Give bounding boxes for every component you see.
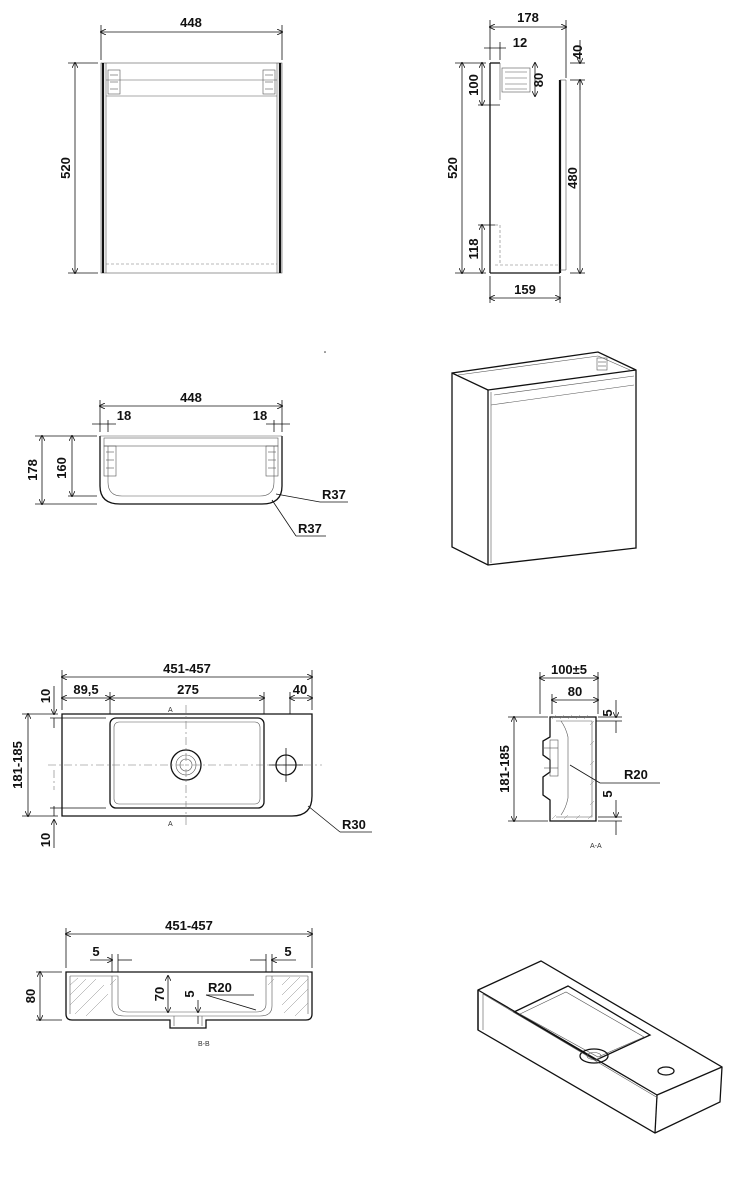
section-aa-depth-label: 100±5 <box>551 662 587 677</box>
section-aa-profile: A-A <box>542 714 602 850</box>
dimension-width: 448 <box>101 15 282 60</box>
dimension-bottom-depth: 159 <box>490 276 560 303</box>
side-bottom-height-label: 118 <box>466 239 481 260</box>
basin-radius-callout: R30 <box>307 805 372 833</box>
section-aa-dimension-depth: 100±5 80 <box>540 662 598 714</box>
section-bb-dimension-width: 451-457 <box>66 918 312 968</box>
section-bb-bowl-height-label: 70 <box>152 987 167 1001</box>
top-depth-label: 178 <box>25 459 40 481</box>
side-gap-label: 12 <box>513 35 527 50</box>
cabinet-side-view: 178 12 40 480 100 80 520 <box>445 10 585 303</box>
cabinet-top-view: 448 18 18 178 160 R37 R37 <box>25 351 348 537</box>
basin-isometric-view <box>477 960 723 1134</box>
cabinet-top-outline <box>99 435 283 505</box>
dimension-side-height: 520 <box>445 63 486 273</box>
section-bb-height-label: 80 <box>23 989 38 1003</box>
cabinet-height-label: 520 <box>58 157 73 179</box>
dimension-height: 520 <box>58 63 98 273</box>
basin-section-aa-view: A-A 100±5 80 5 5 181-185 <box>497 662 660 850</box>
top-dimension-depth: 178 160 <box>25 436 97 504</box>
section-bb-wall-right-label: 5 <box>284 944 291 959</box>
side-inner-depth-label: 80 <box>531 73 546 87</box>
basin-top-outline: A A <box>48 705 322 828</box>
basin-tap-offset-label: 40 <box>293 682 307 697</box>
basin-bowl-width-label: 275 <box>177 682 199 697</box>
dimension-depth-top: 178 12 <box>484 10 566 78</box>
section-bb-dimension-bowl: 70 5 <box>152 976 198 1024</box>
side-inner-height-label: 100 <box>466 74 481 96</box>
basin-section-bb-view: B-B 451-457 5 5 80 70 <box>23 918 312 1048</box>
top-dimension-offsets: 18 18 <box>92 408 290 432</box>
section-aa-height-label: 181-185 <box>497 745 512 793</box>
top-right-offset-label: 18 <box>253 408 267 423</box>
basin-width-label: 451-457 <box>163 661 211 676</box>
top-radius-inner-label: R37 <box>298 521 322 536</box>
section-aa-bowl-depth-label: 80 <box>568 684 582 699</box>
section-bb-dimension-height: 80 <box>23 972 62 1020</box>
section-bb-wall-left-label: 5 <box>92 944 99 959</box>
top-radius-callouts: R37 R37 <box>271 487 348 537</box>
section-aa-dimension-height: 181-185 <box>497 717 548 821</box>
side-bottom-depth-label: 159 <box>514 282 536 297</box>
basin-depth-label: 181-185 <box>10 741 25 789</box>
section-bb-dimension-walls: 5 5 <box>90 944 296 972</box>
top-radius-outer-label: R37 <box>322 487 346 502</box>
top-dimension-width: 448 <box>100 390 282 432</box>
basin-top-view: A A 451-457 89,5 275 40 181-185 <box>10 661 372 848</box>
section-mark-top: A <box>168 707 173 714</box>
dimension-top-offset: 40 <box>570 40 585 90</box>
section-aa-wall-bottom-label: 5 <box>600 790 615 797</box>
cabinet-isometric-view <box>451 351 637 566</box>
section-bb-radius-callout: R20 <box>205 980 257 1011</box>
side-depth-label: 178 <box>517 10 539 25</box>
section-bb-radius-label: R20 <box>208 980 232 995</box>
dimension-door-height: 480 <box>565 80 585 273</box>
cabinet-width-label: 448 <box>180 15 202 30</box>
cabinet-side-outline <box>489 62 567 274</box>
cabinet-front-view: 448 520 <box>58 15 282 273</box>
top-inner-depth-label: 160 <box>54 457 69 479</box>
section-bb-caption: B-B <box>198 1041 210 1048</box>
dimension-inner-height: 100 80 <box>466 63 546 105</box>
section-mark-bottom: A <box>168 821 173 828</box>
basin-dimension-depth: 181-185 10 10 <box>10 686 106 848</box>
section-aa-radius-label: R20 <box>624 767 648 782</box>
section-bb-bottom-thickness-label: 5 <box>182 990 197 997</box>
section-aa-caption: A-A <box>590 843 602 850</box>
basin-left-margin-label: 89,5 <box>73 682 98 697</box>
side-door-height-label: 480 <box>565 167 580 189</box>
section-bb-profile: B-B <box>65 971 313 1048</box>
side-height-label: 520 <box>445 157 460 179</box>
section-aa-radius-callout: R20 <box>569 764 660 784</box>
basin-dimension-width: 451-457 <box>62 661 312 710</box>
basin-dimension-subwidths: 89,5 275 40 <box>62 682 312 714</box>
stray-dot <box>324 351 326 353</box>
dimension-bottom-height: 118 <box>466 225 495 273</box>
top-left-offset-label: 18 <box>117 408 131 423</box>
section-aa-dimension-walls: 5 5 <box>596 700 622 835</box>
basin-corner-radius-label: R30 <box>342 817 366 832</box>
top-width-label: 448 <box>180 390 202 405</box>
side-top-offset-label: 40 <box>570 45 585 59</box>
section-aa-wall-top-label: 5 <box>600 709 615 716</box>
section-bb-width-label: 451-457 <box>165 918 213 933</box>
basin-edge-top-label: 10 <box>38 689 53 703</box>
basin-edge-bottom-label: 10 <box>38 833 53 847</box>
cabinet-front-outline <box>100 62 283 274</box>
